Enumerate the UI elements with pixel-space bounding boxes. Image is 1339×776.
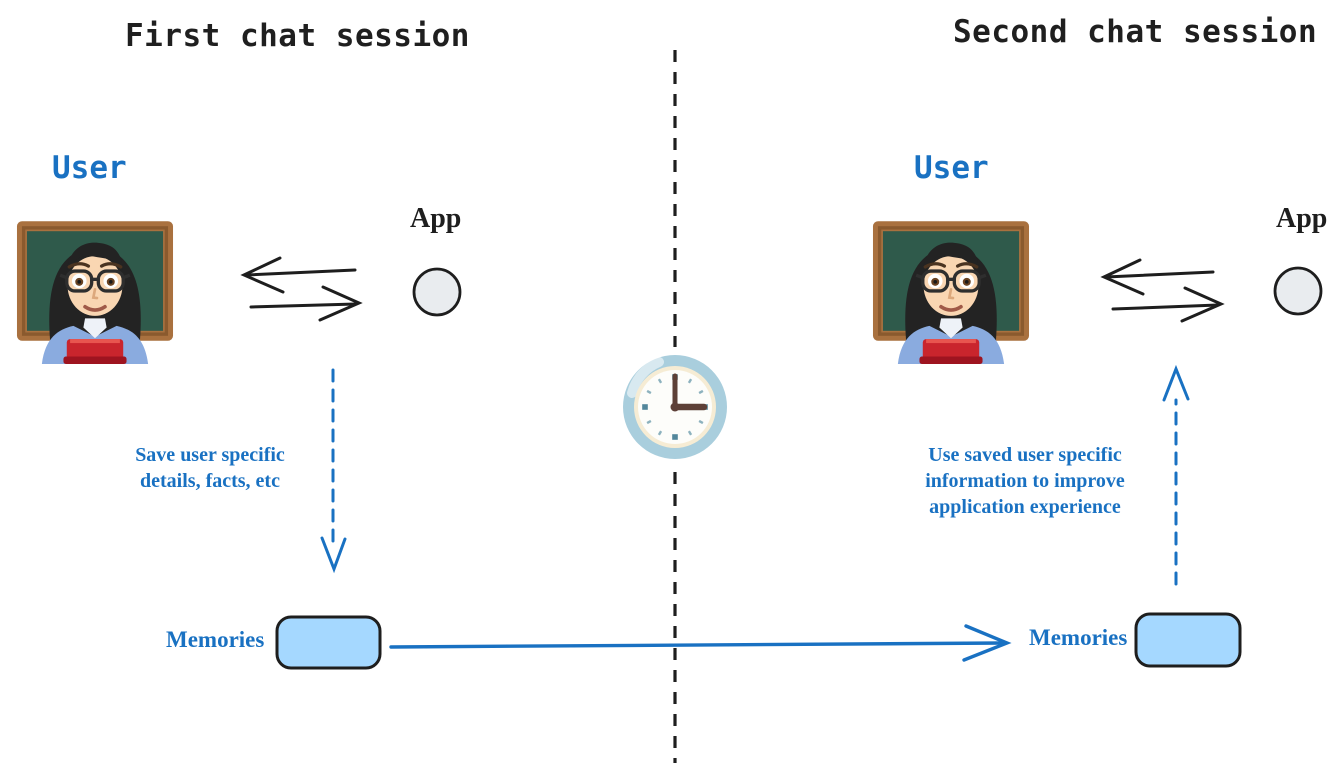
right-app-node-circle bbox=[1273, 266, 1323, 316]
left-memories-box bbox=[275, 615, 382, 670]
note-line: information to improve bbox=[925, 470, 1125, 492]
second-session-title: Second chat session bbox=[953, 14, 1318, 50]
left-app-label: App bbox=[410, 203, 462, 234]
right-app-label: App bbox=[1276, 203, 1328, 234]
right-memories-label: Memories bbox=[1029, 625, 1128, 650]
right-app-to-user-arrow bbox=[1100, 258, 1215, 296]
save-memories-dashed-arrow bbox=[320, 368, 347, 574]
note-line: Save user specific bbox=[135, 444, 285, 466]
left-app-node-circle bbox=[412, 267, 462, 317]
left-app-to-user-arrow bbox=[240, 256, 357, 294]
left-memories-label: Memories bbox=[166, 627, 265, 652]
right-memories-box bbox=[1134, 612, 1242, 668]
use-memories-note: Use saved user specific information to i… bbox=[900, 442, 1150, 520]
clock-icon bbox=[620, 352, 730, 462]
note-line: Use saved user specific bbox=[928, 444, 1122, 466]
left-woman-teacher-icon bbox=[12, 198, 178, 364]
right-user-label: User bbox=[914, 150, 989, 186]
right-woman-teacher-icon bbox=[868, 198, 1034, 364]
left-user-label: User bbox=[52, 150, 127, 186]
use-memories-dashed-arrow bbox=[1162, 364, 1190, 586]
first-session-title: First chat session bbox=[125, 18, 470, 54]
note-line: details, facts, etc bbox=[140, 470, 280, 492]
left-user-to-app-arrow bbox=[249, 285, 363, 322]
save-memories-note: Save user specific details, facts, etc bbox=[100, 442, 320, 494]
memories-transfer-arrow bbox=[389, 624, 1012, 662]
note-line: application experience bbox=[929, 496, 1121, 518]
right-user-to-app-arrow bbox=[1111, 286, 1225, 323]
